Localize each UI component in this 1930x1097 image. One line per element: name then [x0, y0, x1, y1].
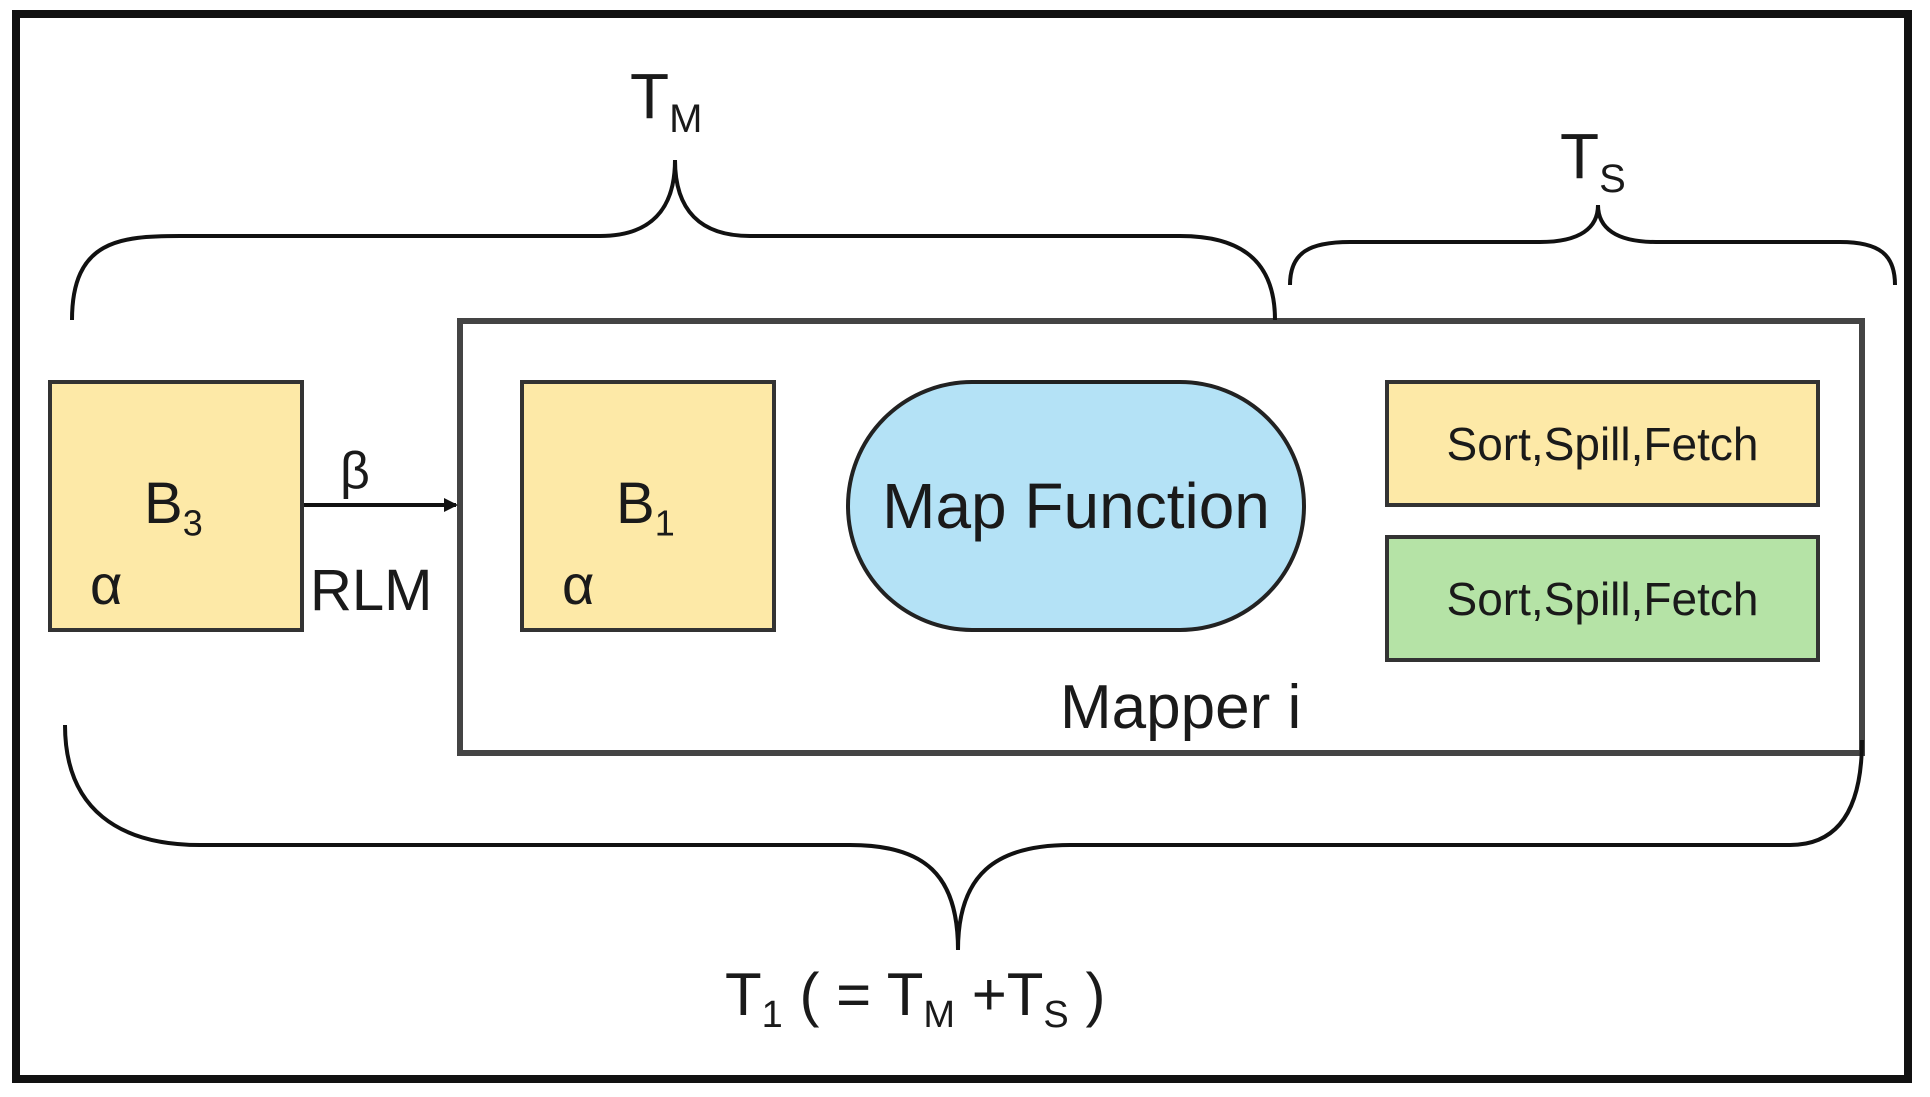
block-b3: B3 α [48, 380, 304, 632]
ts-label: TS [1560, 120, 1626, 201]
sort-spill-fetch-green: Sort,Spill,Fetch [1385, 535, 1820, 662]
tm-label: TM [630, 60, 702, 141]
t1-label: T1 ( = TM +TS ) [725, 961, 1105, 1036]
ts-brace [1288, 204, 1897, 286]
sort-spill-fetch-yellow: Sort,Spill,Fetch [1385, 380, 1820, 507]
sort-spill-fetch-green-label: Sort,Spill,Fetch [1446, 572, 1759, 625]
tm-brace [70, 159, 1277, 321]
block-b3-label: B3 [144, 471, 203, 544]
map-function-label: Map Function [882, 470, 1270, 542]
block-b3-alpha: α [90, 553, 123, 616]
t1-brace [63, 724, 1864, 951]
sort-spill-fetch-yellow-label: Sort,Spill,Fetch [1446, 417, 1759, 470]
block-b1-alpha: α [562, 553, 595, 616]
block-b1: B1 α [520, 380, 776, 632]
mapper-label: Mapper i [1060, 673, 1302, 742]
beta-label: β [340, 442, 370, 500]
block-b1-label: B1 [616, 471, 675, 544]
map-function-node: Map Function [846, 380, 1306, 632]
rlm-label: RLM [310, 558, 432, 623]
